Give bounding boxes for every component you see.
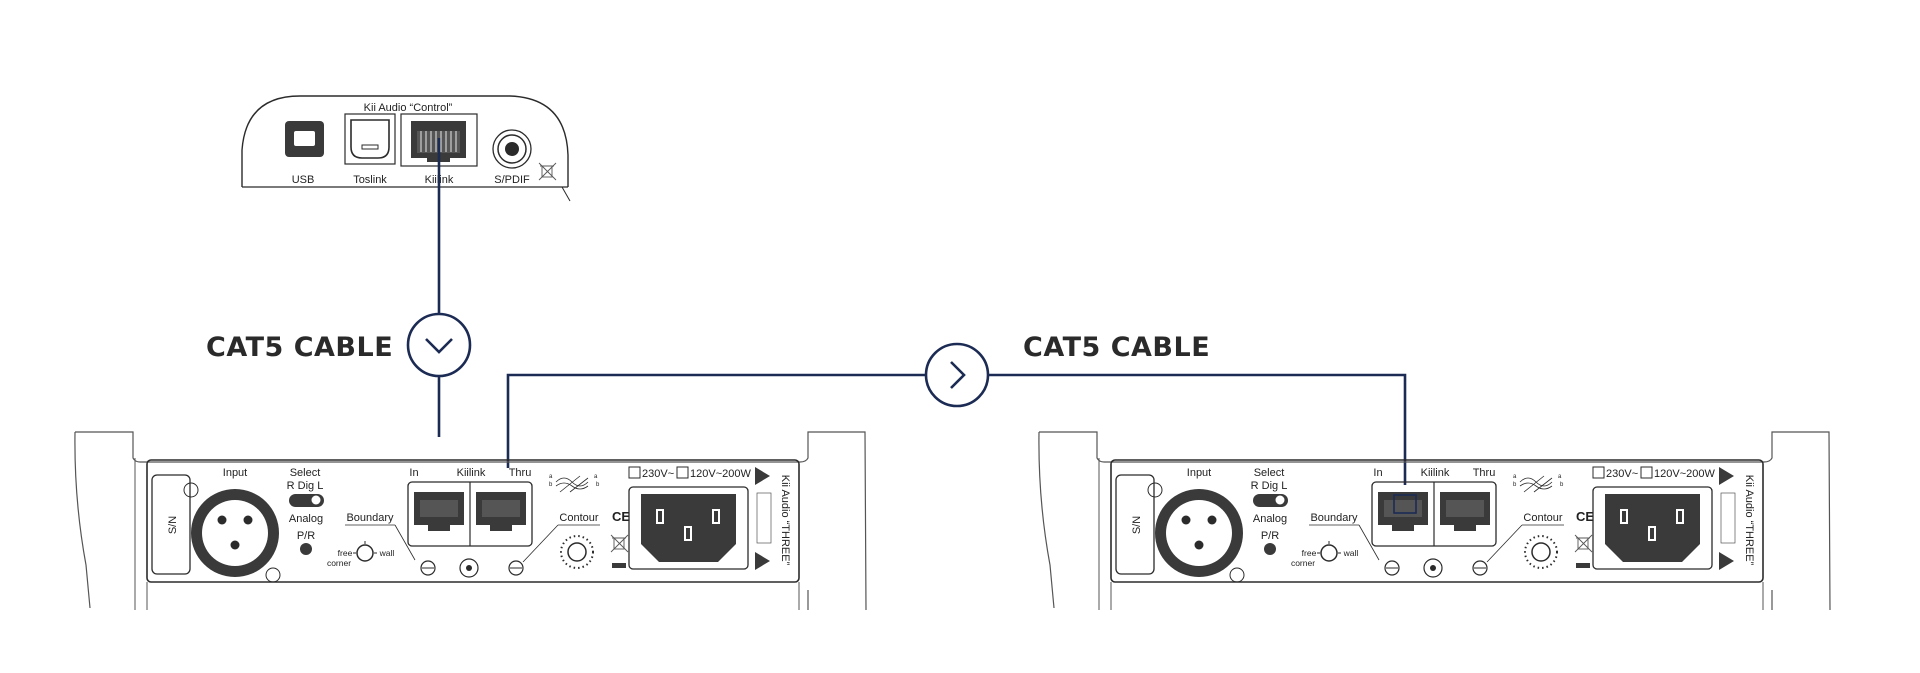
- voltage-120-label: 120V~200W: [690, 468, 751, 480]
- warning-triangle-icon: [755, 467, 770, 485]
- kiilink-in-label: In: [1373, 467, 1382, 479]
- svg-text:a: a: [594, 474, 598, 480]
- speaker-panel-right: S/N Input Select R Dig L Analog P/R Boun…: [1038, 431, 1831, 611]
- kiilink-label: Kiilink: [1421, 467, 1450, 479]
- warning-triangle-icon: [1719, 467, 1734, 485]
- boundary-label: Boundary: [1310, 512, 1358, 524]
- pr-label: P/R: [1261, 530, 1279, 542]
- rj45-in-port-icon: [414, 492, 464, 531]
- ce-mark-icon: CE: [1576, 509, 1594, 524]
- input-label: Input: [223, 467, 247, 479]
- select-positions: R Dig L: [1251, 480, 1288, 492]
- kiilink-in-label: In: [409, 467, 418, 479]
- port-label-usb: USB: [292, 174, 315, 186]
- contour-knob: [560, 535, 594, 569]
- contour-label: Contour: [1523, 512, 1562, 524]
- svg-text:CE: CE: [1576, 509, 1594, 524]
- select-positions: R Dig L: [287, 480, 324, 492]
- svg-text:b: b: [1560, 482, 1564, 488]
- wall-label: wall: [1343, 548, 1359, 558]
- warning-triangle-icon: [1719, 552, 1734, 570]
- contour-chart-icon: [555, 475, 589, 493]
- power-inlet-icon: [1605, 494, 1700, 562]
- corner-label: corner: [327, 558, 351, 568]
- rj45-thru-port-icon: [476, 492, 526, 531]
- corner-label: corner: [1291, 558, 1315, 568]
- chevron-right-icon: [924, 342, 990, 408]
- svg-text:a: a: [549, 474, 553, 480]
- analog-label: Analog: [289, 513, 323, 525]
- kiilink-thru-label: Thru: [509, 467, 532, 479]
- kiilink-thru-label: Thru: [1473, 467, 1496, 479]
- cable-label-1: CAT5 CABLE: [206, 332, 393, 363]
- port-label-spdif: S/PDIF: [494, 174, 530, 186]
- xlr-connector-icon: [1155, 489, 1243, 577]
- input-label: Input: [1187, 467, 1211, 479]
- contour-chart-icon: [1519, 475, 1553, 493]
- brand-label: Kii Audio “THREE”: [1743, 475, 1755, 566]
- port-label-toslink: Toslink: [353, 174, 387, 186]
- select-label: Select: [1254, 467, 1285, 479]
- control-unit: Kii Audio “Control” USB Toslink Kiilink …: [241, 95, 571, 202]
- select-label: Select: [290, 467, 321, 479]
- xlr-connector-icon: [191, 489, 279, 577]
- voltage-120-label: 120V~200W: [1654, 468, 1715, 480]
- speaker-panel-left: S/N Input Select R Dig L Analog P/R Boun…: [74, 431, 867, 611]
- voltage-230-label: 230V~: [642, 468, 674, 480]
- boundary-knob: [1317, 541, 1341, 562]
- weee-bin-icon: [1574, 534, 1593, 553]
- voltage-230-label: 230V~: [1606, 468, 1638, 480]
- cat5-cables: [437, 138, 1407, 485]
- wall-label: wall: [379, 548, 395, 558]
- chevron-down-icon: [406, 312, 472, 378]
- boundary-label: Boundary: [346, 512, 394, 524]
- brand-label: Kii Audio “THREE”: [779, 475, 791, 566]
- analog-label: Analog: [1253, 513, 1287, 525]
- ce-mark-icon: CE: [612, 509, 630, 524]
- free-label: free: [338, 548, 353, 558]
- pr-label: P/R: [297, 530, 315, 542]
- svg-text:CE: CE: [612, 509, 630, 524]
- rj45-in-port-icon: [1378, 492, 1428, 531]
- svg-text:b: b: [549, 482, 553, 488]
- rj45-thru-port-icon: [1440, 492, 1490, 531]
- toslink-port-icon: [350, 119, 390, 159]
- kiilink-label: Kiilink: [457, 467, 486, 479]
- contour-knob: [1524, 535, 1558, 569]
- free-label: free: [1302, 548, 1317, 558]
- cable-label-2: CAT5 CABLE: [1023, 332, 1210, 363]
- svg-text:a: a: [1558, 474, 1562, 480]
- svg-text:b: b: [1513, 482, 1517, 488]
- sn-label: S/N: [167, 516, 179, 534]
- contour-label: Contour: [559, 512, 598, 524]
- weee-bin-icon: [610, 534, 629, 553]
- sn-label: S/N: [1131, 516, 1143, 534]
- warning-triangle-icon: [755, 552, 770, 570]
- weee-bin-icon: [538, 162, 557, 181]
- power-inlet-icon: [641, 494, 736, 562]
- boundary-knob: [353, 541, 377, 562]
- svg-text:b: b: [596, 482, 600, 488]
- control-unit-title: Kii Audio “Control”: [364, 102, 453, 114]
- svg-text:a: a: [1513, 474, 1517, 480]
